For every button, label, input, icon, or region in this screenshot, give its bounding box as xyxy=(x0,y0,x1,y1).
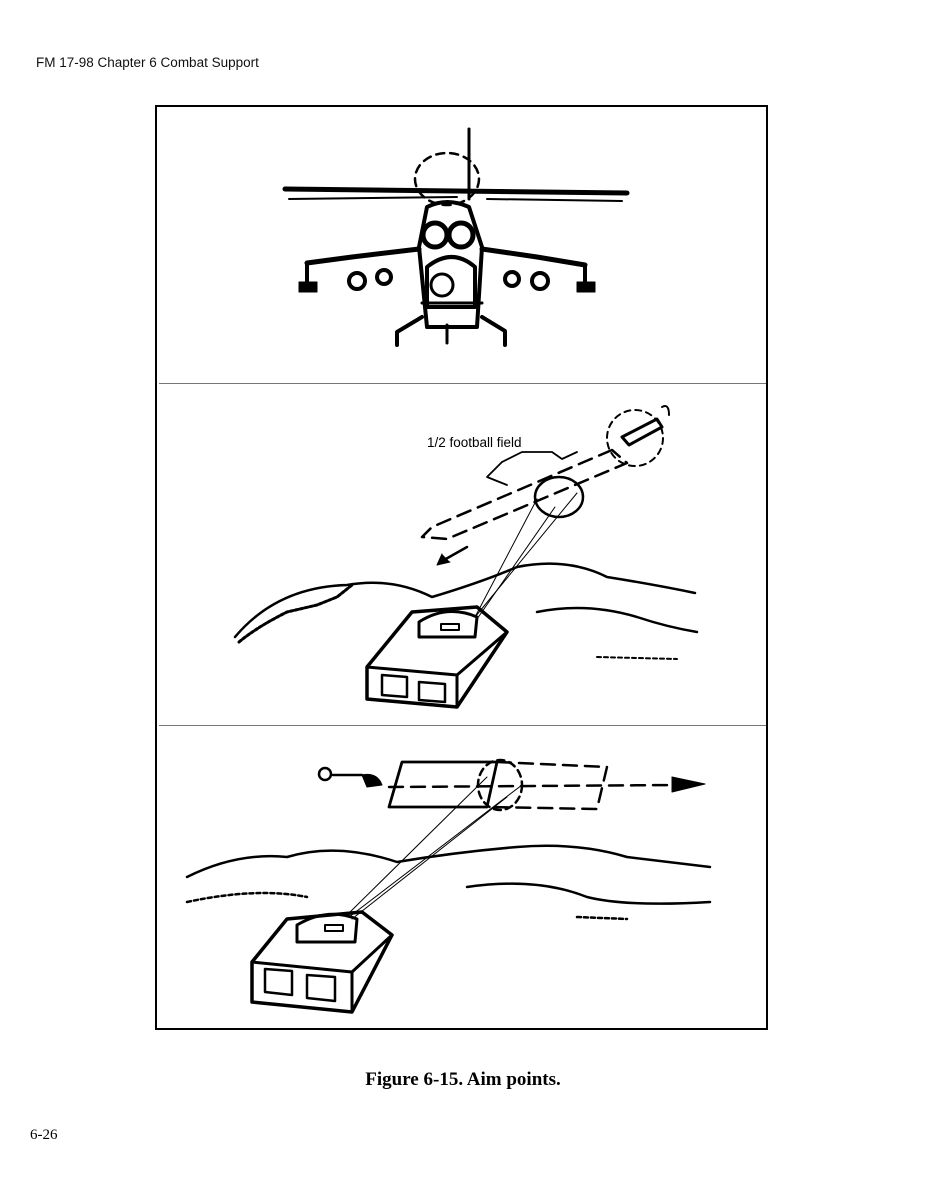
figure-frame: 1/2 football field xyxy=(155,105,768,1030)
running-header: FM 17-98 Chapter 6 Combat Support xyxy=(36,55,259,70)
helicopter-illustration xyxy=(282,127,630,347)
page-number: 6-26 xyxy=(30,1127,58,1143)
panel-divider xyxy=(159,383,766,384)
football-field-label: 1/2 football field xyxy=(427,435,522,450)
figure-caption: Figure 6-15. Aim points. xyxy=(365,1069,561,1090)
crossing-engagement-illustration xyxy=(185,758,712,1014)
lead-engagement-illustration xyxy=(233,405,699,709)
figure-illustration: 1/2 football field xyxy=(185,127,712,1014)
panel-divider xyxy=(159,725,766,726)
